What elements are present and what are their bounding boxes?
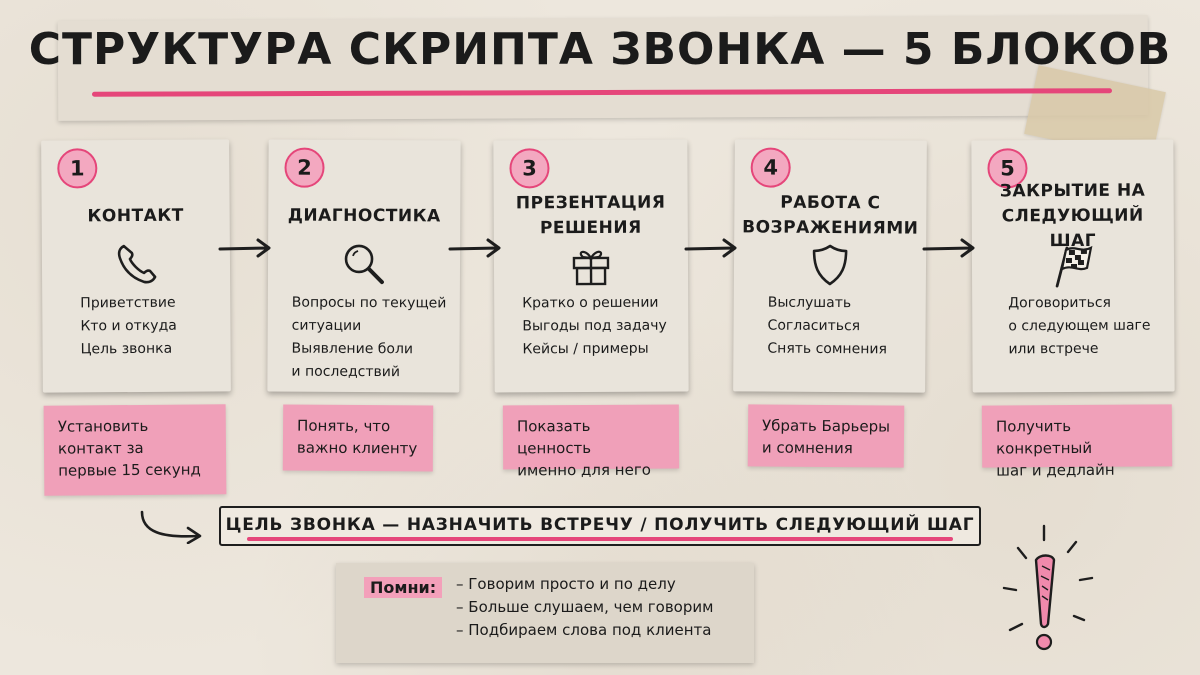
remember-label: Помни: [364,577,443,598]
arrow-right-icon [684,238,737,258]
block-bullets: Приветствие Кто и откуда Цель звонка [80,291,230,361]
call-goal-text: ЦЕЛЬ ЗВОНКА — НАЗНАЧИТЬ ВСТРЕЧУ / ПОЛУЧИ… [225,515,975,535]
block-card-1: 1 КОНТАКТ Приветствие Кто и откуда Цель … [41,139,231,393]
bullet-item: Согласиться [767,317,861,335]
block-card-2: 2 ДИАГНОСТИКА Вопросы по текущей ситуаци… [267,139,461,393]
goal-underline [247,537,953,541]
gift-icon [572,250,610,286]
call-goal-banner: ЦЕЛЬ ЗВОНКА — НАЗНАЧИТЬ ВСТРЕЧУ / ПОЛУЧИ… [219,506,981,546]
block-number-badge: 4 [750,147,791,188]
bullet-item: Выгоды под задачу [522,317,667,335]
magnifier-icon [344,244,384,285]
bullet-item: Выслушать [767,294,852,312]
bullet-item: Вопросы по текущей [291,294,447,312]
exclamation-doodle-icon [1002,524,1094,651]
bullet-item: Цель звонка [80,340,173,358]
remember-item: Подбираем слова под клиента [456,619,713,642]
block-number-badge: 2 [284,147,325,188]
bullet-item: и последствий [291,363,401,381]
block-bullets: Договориться о следующем шаге или встреч… [1008,291,1174,361]
curved-arrow-icon [140,510,202,544]
bullet-item: о следующем шаге [1008,317,1151,335]
shield-icon [812,244,848,286]
remember-item: Больше слушаем, чем говорим [456,596,713,619]
remember-item: Говорим просто и по делу [456,573,713,596]
phone-icon [117,244,157,284]
block-bullets: Кратко о решении Выгоды под задачу Кейсы… [522,291,688,361]
bullet-item: Договориться [1008,294,1112,312]
block-bullets: Выслушать Согласиться Снять сомнения [767,292,925,362]
bullet-item: Кратко о решении [522,294,659,312]
page-title: СТРУКТУРА СКРИПТА ЗВОНКА — 5 БЛОКОВ [28,24,1172,75]
checkered-flag-icon [1055,245,1093,288]
block-number-badge: 1 [57,148,98,189]
bullet-item: ситуации [291,317,362,334]
arrow-right-icon [448,238,501,258]
bullet-item: Выявление боли [291,340,414,358]
bullet-item: Приветствие [80,294,176,312]
arrow-right-icon [218,238,271,258]
remember-note: Помни: Говорим просто и по делу Больше с… [336,563,754,663]
remember-list: Говорим просто и по делу Больше слушаем,… [456,573,713,642]
block-bullets: Вопросы по текущей ситуации Выявление бо… [291,292,459,385]
bullet-item: Снять сомнения [767,340,887,358]
arrow-right-icon [922,238,975,258]
block-number-badge: 3 [509,148,550,189]
bullet-item: Кто и откуда [80,317,177,335]
bullet-item: Кейсы / примеры [522,340,649,358]
bullet-item: или встрече [1008,340,1099,358]
